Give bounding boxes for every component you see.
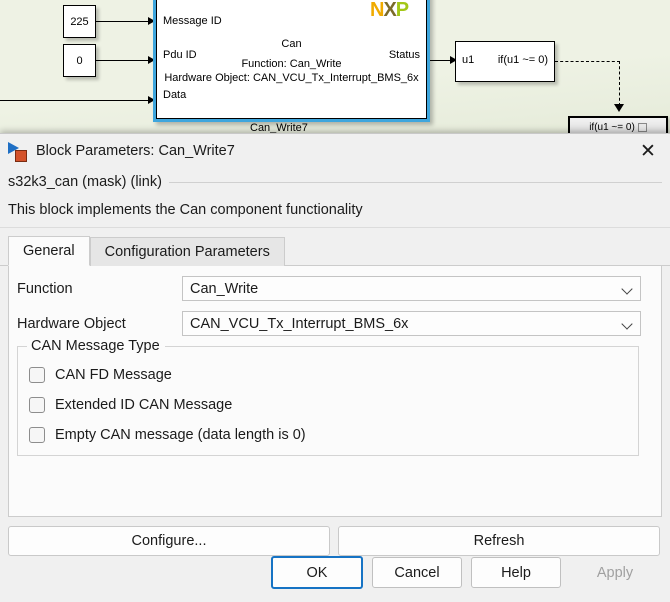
- can-port-pdu-id: Pdu ID: [163, 49, 197, 61]
- dialog-titlebar[interactable]: Block Parameters: Can_Write7 ✕: [0, 134, 670, 168]
- mask-description: This block implements the Can component …: [8, 202, 363, 218]
- checkbox-label-extended-id-can-message: Extended ID CAN Message: [55, 397, 233, 413]
- checkbox-empty-can-message[interactable]: [29, 427, 45, 443]
- cancel-button[interactable]: Cancel: [372, 557, 462, 588]
- header-divider: [0, 227, 670, 228]
- function-dropdown[interactable]: Can_Write: [182, 276, 641, 301]
- checkbox-row-empty-can-message[interactable]: Empty CAN message (data length is 0): [29, 413, 638, 443]
- hardware-object-dropdown[interactable]: CAN_VCU_Tx_Interrupt_BMS_6x: [182, 311, 641, 336]
- function-value: Can_Write: [190, 280, 259, 297]
- hardware-object-label: Hardware Object: [17, 315, 126, 332]
- hardware-object-value: CAN_VCU_Tx_Interrupt_BMS_6x: [190, 315, 409, 332]
- constant-block-message-id[interactable]: 225: [63, 5, 96, 38]
- apply-button: Apply: [596, 564, 634, 581]
- checkbox-label-can-fd-message: CAN FD Message: [55, 367, 172, 383]
- simulink-block-icon: [7, 141, 27, 162]
- nxp-logo-x: X: [383, 0, 396, 21]
- action-arrow: [614, 104, 624, 112]
- function-label: Function: [17, 280, 73, 297]
- mask-name-rule: [168, 181, 662, 183]
- configure-button[interactable]: Configure...: [8, 526, 330, 556]
- subsystem-marker-icon: [637, 122, 647, 132]
- nxp-logo-p: P: [395, 0, 409, 21]
- checkbox-row-extended-id-can-message[interactable]: Extended ID CAN Message: [29, 383, 638, 413]
- dialog-footer: OK Cancel Help Apply: [0, 556, 670, 602]
- block-parameters-dialog: Block Parameters: Can_Write7 ✕ s32k3_can…: [0, 133, 670, 602]
- checkbox-row-can-fd-message[interactable]: CAN FD Message: [29, 347, 638, 383]
- can-block-caption: Can_Write7: [250, 122, 308, 134]
- tab-strip: General Configuration Parameters: [0, 228, 670, 266]
- wire-pduid: [96, 60, 149, 61]
- constant-block-pdu-id[interactable]: 0: [63, 44, 96, 77]
- field-row-function: Function Can_Write: [17, 276, 651, 301]
- can-block-function-line: Function: Can_Write: [241, 58, 342, 70]
- checkbox-extended-id-can-message[interactable]: [29, 397, 45, 413]
- can-port-data: Data: [163, 89, 187, 101]
- simulink-canvas[interactable]: 225 0 Message ID Pdu ID Data Status Can …: [0, 0, 670, 140]
- can-port-status: Status: [388, 49, 420, 61]
- tab-general[interactable]: General: [8, 236, 90, 266]
- wire-msgid: [96, 21, 149, 22]
- action-line-v: [619, 61, 620, 106]
- can-block-body: Message ID Pdu ID Data Status Can Functi…: [156, 0, 427, 119]
- can-block-title: Can: [281, 38, 302, 50]
- checkbox-can-fd-message[interactable]: [29, 367, 45, 383]
- action-line-h: [555, 61, 620, 62]
- if-block-condition-label: if(u1 ~= 0): [497, 54, 548, 66]
- dialog-title: Block Parameters: Can_Write7: [36, 143, 235, 159]
- arrow-data: [148, 96, 155, 104]
- chevron-down-icon: [621, 282, 634, 295]
- action-button-row: Configure... Refresh: [8, 526, 660, 556]
- mask-name-label: s32k3_can (mask) (link): [8, 174, 162, 190]
- tab-panel-general: Function Can_Write Hardware Object CAN_V…: [8, 266, 662, 517]
- can-message-type-group: CAN Message Type CAN FD Message Extended…: [17, 338, 639, 456]
- nxp-logo-n: N: [370, 0, 384, 21]
- can-message-type-title: CAN Message Type: [27, 338, 165, 354]
- chevron-down-icon: [621, 317, 634, 330]
- refresh-button[interactable]: Refresh: [338, 526, 660, 556]
- arrow-pduid: [148, 56, 155, 64]
- tab-configuration-parameters[interactable]: Configuration Parameters: [89, 237, 285, 266]
- wire-status: [430, 60, 452, 61]
- close-icon[interactable]: ✕: [640, 140, 656, 162]
- arrow-msgid: [148, 17, 155, 25]
- can-port-message-id: Message ID: [163, 15, 222, 27]
- constant-value: 225: [70, 15, 89, 28]
- wire-data: [0, 100, 149, 101]
- ok-button[interactable]: OK: [271, 556, 363, 589]
- checkbox-label-empty-can-message: Empty CAN message (data length is 0): [55, 427, 306, 443]
- can-write-block[interactable]: Message ID Pdu ID Data Status Can Functi…: [153, 0, 430, 122]
- if-block[interactable]: u1 if(u1 ~= 0): [455, 41, 555, 82]
- can-block-hwobject-line: Hardware Object: CAN_VCU_Tx_Interrupt_BM…: [164, 72, 419, 84]
- mask-name-row: s32k3_can (mask) (link): [8, 174, 662, 190]
- help-button[interactable]: Help: [471, 557, 561, 588]
- constant-value: 0: [76, 54, 83, 67]
- if-block-input-label: u1: [462, 54, 475, 66]
- field-row-hardware-object: Hardware Object CAN_VCU_Tx_Interrupt_BMS…: [17, 311, 651, 336]
- arrow-status: [450, 56, 457, 64]
- nxp-logo-icon: NXP: [370, 0, 418, 20]
- mask-header: s32k3_can (mask) (link) This block imple…: [0, 168, 670, 227]
- if-subsystem-label: if(u1 ~= 0): [589, 121, 635, 133]
